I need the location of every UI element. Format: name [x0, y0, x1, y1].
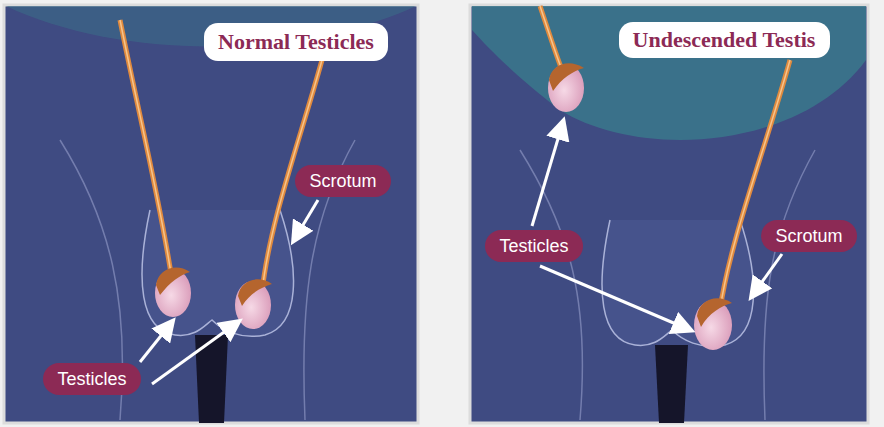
- thigh-line: [764, 150, 815, 420]
- label-pill: Scrotum: [295, 165, 391, 197]
- left-panel: [4, 5, 418, 423]
- leader-arrow: [140, 322, 172, 362]
- label-text: Testicles: [57, 369, 126, 390]
- label-text: Scrotum: [775, 226, 842, 247]
- leader-arrow: [540, 266, 690, 330]
- label-text: Scrotum: [309, 171, 376, 192]
- label-pill: Testicles: [43, 363, 141, 395]
- thigh-line: [520, 150, 583, 420]
- panel-title: Normal Testicles: [204, 23, 388, 61]
- epididymis: [697, 298, 732, 327]
- epididymis: [549, 63, 584, 91]
- spermatic-cord: [540, 6, 562, 70]
- label-pill: Scrotum: [761, 220, 857, 252]
- right-panel: [470, 5, 868, 423]
- spermatic-cord: [120, 20, 172, 280]
- spermatic-cord: [540, 6, 562, 70]
- label-pill: Testicles: [485, 230, 583, 262]
- spermatic-cord: [720, 60, 790, 310]
- label-text: Testicles: [499, 236, 568, 257]
- epididymis: [238, 279, 272, 306]
- leader-arrow: [532, 122, 563, 226]
- panel-title: Undescended Testis: [619, 22, 830, 58]
- spermatic-cord: [720, 60, 790, 310]
- epididymis: [156, 268, 190, 295]
- spermatic-cord: [120, 20, 172, 280]
- label-text: Undescended Testis: [633, 27, 816, 53]
- undescended-testicle: [548, 64, 584, 112]
- leader-arrow: [294, 200, 318, 240]
- penis-shadow: [655, 345, 688, 423]
- bladder-shade: [472, 6, 866, 140]
- label-text: Normal Testicles: [218, 29, 374, 55]
- leader-arrow: [752, 254, 782, 296]
- leader-arrow: [152, 322, 238, 384]
